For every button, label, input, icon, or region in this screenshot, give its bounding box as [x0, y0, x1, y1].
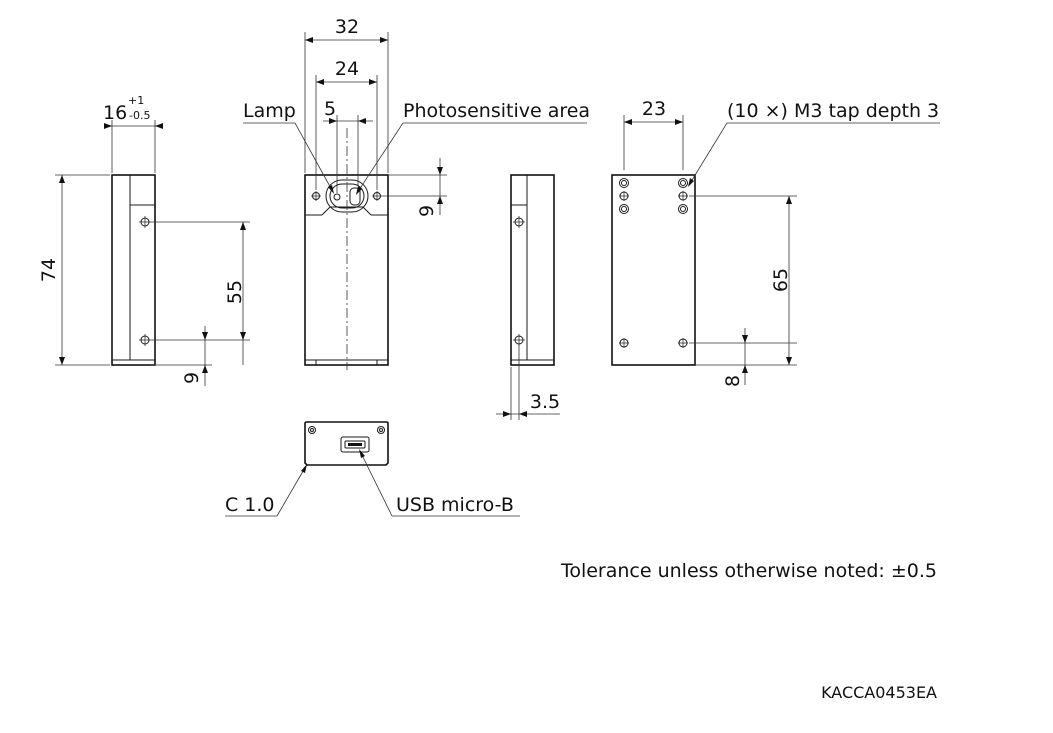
chamfer-label: C 1.0: [225, 494, 275, 516]
tap-hole-3: [619, 204, 629, 214]
tap-hole-1: [619, 178, 629, 188]
dimension-24-text: 24: [335, 58, 359, 80]
usb-leader: USB micro-B: [359, 449, 520, 517]
dimension-55: 55: [151, 221, 250, 365]
dimension-32-text: 32: [335, 16, 359, 38]
dimension-3-5-text: 3.5: [530, 391, 560, 413]
dimension-55-text: 55: [224, 280, 246, 304]
dimension-16-tol-upper: +1: [128, 94, 144, 107]
tolerance-note: Tolerance unless otherwise noted: ±0.5: [560, 560, 937, 582]
side-hole-top: [139, 216, 151, 228]
tap-hole-2: [619, 191, 629, 201]
sensor-window: [325, 179, 369, 213]
tap-hole-4: [678, 178, 688, 188]
bottom-view: [304, 421, 389, 466]
side-hole-bottom: [139, 334, 151, 346]
usb-label: USB micro-B: [396, 494, 514, 516]
tap-hole-8: [678, 338, 688, 348]
dimension-24: 24: [315, 58, 378, 190]
dimension-9-front: 9: [382, 158, 447, 217]
dimension-74-text: 74: [38, 258, 60, 282]
dimension-23-text: 23: [642, 98, 666, 120]
lamp-leader: Lamp: [243, 100, 334, 194]
dimension-32: 32: [304, 16, 389, 173]
photosensitive-area-label: Photosensitive area: [403, 100, 590, 122]
back-view: [611, 174, 696, 366]
front-hole-left: [311, 191, 321, 201]
dimension-16-tol-lower: -0.5: [129, 109, 150, 122]
tap-hole-leader: (10 ×) M3 tap depth 3: [688, 100, 940, 187]
dimension-3-5: 3.5: [496, 344, 560, 420]
usb-port: [340, 436, 370, 453]
dimension-5: 5: [323, 98, 373, 193]
drawing-code: KACCA0453EA: [821, 683, 937, 702]
front-view: [304, 128, 389, 370]
dimension-5-text: 5: [324, 98, 336, 120]
tap-hole-5: [678, 191, 688, 201]
dimension-74: 74: [38, 174, 110, 366]
front-hole-right: [372, 191, 382, 201]
dimension-8-text: 8: [722, 375, 744, 387]
dimension-65: 65: [689, 195, 797, 365]
left-side-view: [111, 174, 156, 366]
chamfer-leader: C 1.0: [225, 464, 307, 517]
dimension-16-text: 16: [103, 102, 127, 124]
tap-hole-label: (10 ×) M3 tap depth 3: [727, 100, 939, 122]
dimension-23: 23: [623, 98, 684, 170]
right-side-view: [510, 174, 555, 366]
right-side-hole-top: [513, 216, 525, 228]
tap-hole-7: [619, 338, 629, 348]
dimension-8: 8: [695, 328, 797, 387]
dimension-16: 16 +1 -0.5: [103, 94, 163, 173]
photosensitive-leader: Photosensitive area: [356, 100, 590, 195]
dimension-9-side: 9: [151, 326, 212, 386]
dimension-9-side-text: 9: [181, 372, 203, 384]
dimension-9-front-text: 9: [416, 205, 438, 217]
lamp-label: Lamp: [243, 100, 296, 122]
dimension-65-text: 65: [770, 268, 792, 292]
tap-hole-6: [678, 204, 688, 214]
